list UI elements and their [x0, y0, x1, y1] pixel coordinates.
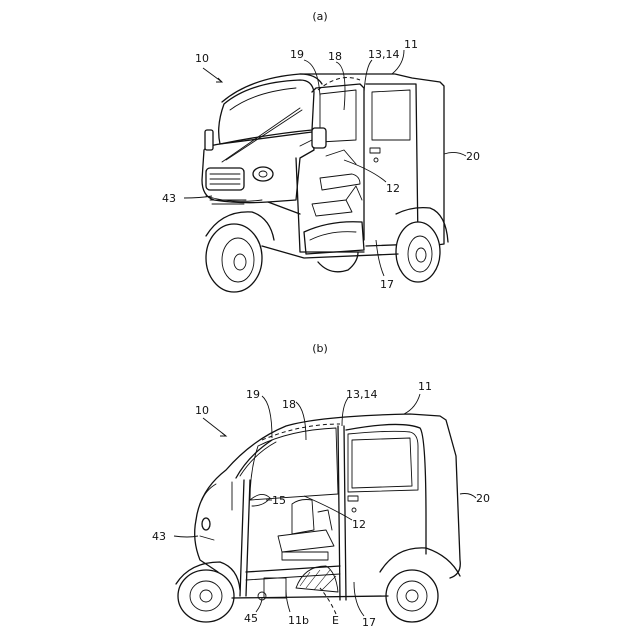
- label-b-20: 20: [476, 492, 490, 505]
- label-a-17: 17: [380, 278, 394, 291]
- label-a-11: 11: [404, 38, 418, 51]
- vehicle-a-drawing: [202, 74, 448, 292]
- label-a-18: 18: [328, 50, 342, 63]
- label-b-19: 19: [246, 388, 260, 401]
- label-a-12: 12: [386, 182, 400, 195]
- label-a-20: 20: [466, 150, 480, 163]
- label-b-18: 18: [282, 398, 296, 411]
- label-a-10: 10: [195, 52, 209, 65]
- vehicle-b-drawing: [176, 414, 460, 622]
- label-b-10: 10: [195, 404, 209, 417]
- label-b-11b: 11b: [288, 614, 309, 627]
- label-b-e: E: [332, 614, 339, 627]
- label-a-43: 43: [162, 192, 176, 205]
- figure-a: (a): [162, 10, 480, 292]
- figure-b: (b): [152, 342, 490, 629]
- label-b-17: 17: [362, 616, 376, 629]
- label-b-13-14: 13,14: [346, 388, 378, 401]
- region-e: [296, 566, 338, 592]
- label-b-15: 15: [272, 494, 286, 507]
- label-a-19: 19: [290, 48, 304, 61]
- label-b-12: 12: [352, 518, 366, 531]
- label-b-11: 11: [418, 380, 432, 393]
- label-b-43: 43: [152, 530, 166, 543]
- figure-b-caption: (b): [312, 342, 328, 355]
- label-b-45: 45: [244, 612, 258, 625]
- label-a-13-14: 13,14: [368, 48, 400, 61]
- figure-a-caption: (a): [312, 10, 327, 23]
